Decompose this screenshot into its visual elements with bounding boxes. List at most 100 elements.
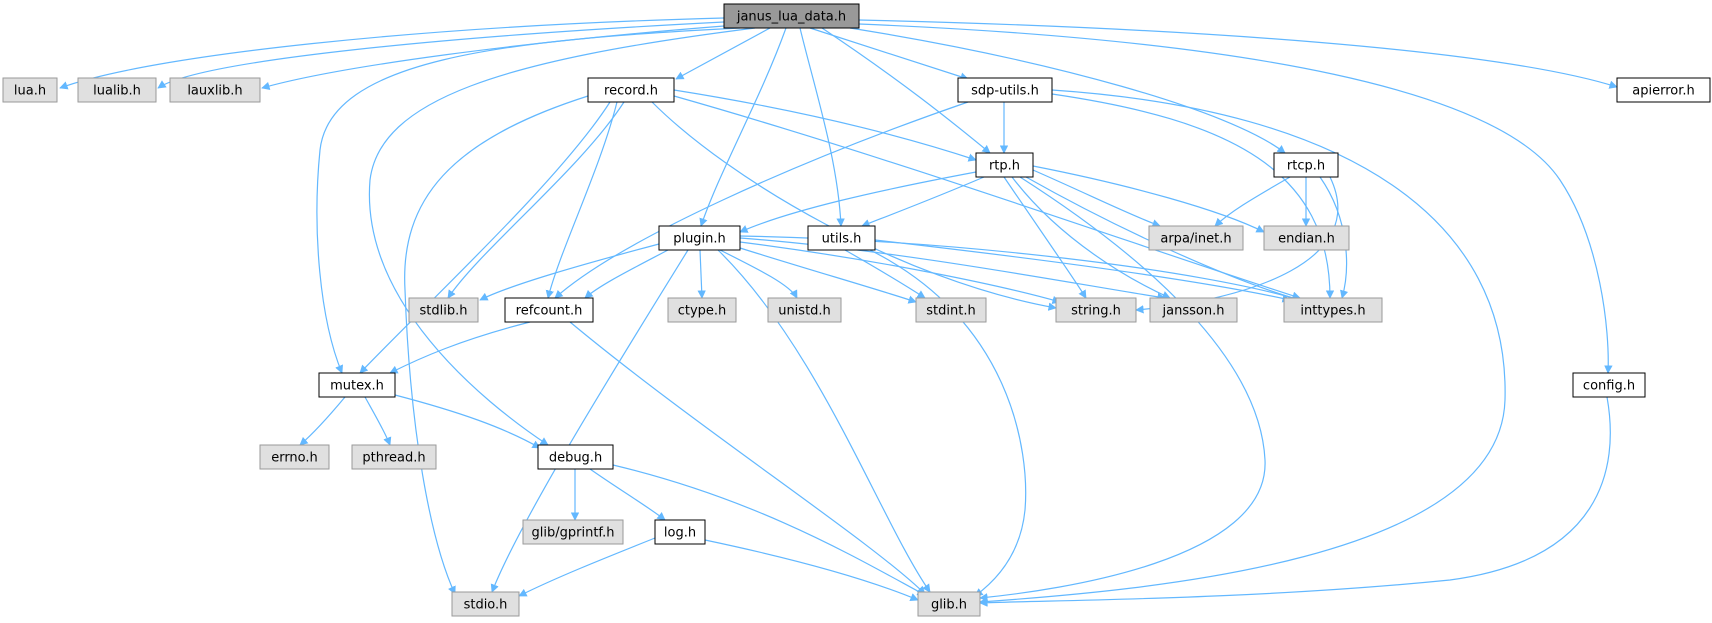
- node-label: rtp.h: [989, 159, 1020, 174]
- node-label: apierror.h: [1632, 84, 1694, 99]
- edge-rtcp-to-arpa-inet: [1214, 176, 1291, 227]
- edge-log-to-stdio: [518, 537, 656, 597]
- edge-janus-lua-data-to-lua: [59, 17, 725, 90]
- node-janus-lua-data[interactable]: janus_lua_data.h: [723, 3, 860, 29]
- edge-record-to-inttypes: [673, 95, 1301, 300]
- edge-plugin-to-stdlib: [479, 243, 660, 301]
- node-endian: endian.h: [1263, 225, 1350, 251]
- edge-record-to-stdio: [404, 95, 589, 595]
- node-box: [767, 297, 842, 323]
- edge-plugin-to-stdio: [490, 249, 689, 593]
- edge-janus-lua-data-to-apierror: [858, 19, 1618, 89]
- edge-debug-to-glib: [612, 464, 926, 596]
- node-label: glib/gprintf.h: [532, 526, 615, 541]
- node-label: endian.h: [1278, 232, 1335, 247]
- edge-plugin-to-jansson: [739, 237, 1166, 302]
- edge-plugin-to-stdint: [739, 247, 917, 304]
- node-box: [451, 591, 520, 617]
- edge-janus-lua-data-to-mutex: [316, 27, 741, 374]
- node-label: stdlib.h: [420, 304, 468, 319]
- node-box: [537, 444, 614, 470]
- node-label: debug.h: [549, 451, 602, 466]
- node-apierror[interactable]: apierror.h: [1616, 77, 1711, 103]
- node-refcount[interactable]: refcount.h: [504, 297, 594, 323]
- node-label: inttypes.h: [1300, 304, 1365, 319]
- node-debug[interactable]: debug.h: [537, 444, 614, 470]
- edge-plugin-to-refcount: [584, 249, 669, 299]
- node-box: [1148, 225, 1244, 251]
- node-label: log.h: [664, 526, 696, 541]
- edge-janus-lua-data-to-rtp: [821, 27, 991, 154]
- edge-debug-to-log: [589, 468, 666, 521]
- node-box: [2, 77, 58, 103]
- node-box: [587, 77, 675, 103]
- node-lauxlib: lauxlib.h: [169, 77, 261, 103]
- node-record[interactable]: record.h: [587, 77, 675, 103]
- node-sdp-utils[interactable]: sdp-utils.h: [957, 77, 1053, 103]
- node-label: jansson.h: [1162, 304, 1225, 319]
- node-glib: glib.h: [917, 591, 981, 617]
- node-box: [169, 77, 261, 103]
- edge-config-to-glib: [979, 396, 1611, 607]
- edge-janus-lua-data-to-rtcp: [849, 27, 1286, 154]
- node-box: [522, 519, 624, 545]
- node-box: [667, 297, 737, 323]
- node-jansson: jansson.h: [1149, 297, 1238, 323]
- node-log[interactable]: log.h: [654, 519, 706, 545]
- header-nodes: janus_lua_data.h lua.h lualib.h lauxlib.h re…: [2, 3, 1711, 617]
- node-box: [318, 372, 396, 398]
- edge-janus-lua-data-to-plugin: [699, 27, 787, 227]
- edge-refcount-to-mutex: [389, 321, 531, 374]
- edge-plugin-to-unistd: [719, 249, 798, 299]
- node-stdlib: stdlib.h: [408, 297, 479, 323]
- node-mutex[interactable]: mutex.h: [318, 372, 396, 398]
- edge-janus-lua-data-to-lauxlib: [261, 25, 725, 90]
- node-config[interactable]: config.h: [1572, 372, 1646, 398]
- node-box: [915, 297, 987, 323]
- node-label: string.h: [1071, 304, 1121, 319]
- edge-sdp-utils-to-glib: [979, 89, 1506, 606]
- node-box: [917, 591, 981, 617]
- edge-rtp-to-utils: [861, 176, 985, 228]
- edge-utils-to-stdint: [844, 249, 926, 299]
- node-label: config.h: [1583, 379, 1635, 394]
- edge-rtp-to-arpa-inet: [1032, 169, 1161, 228]
- edge-janus-lua-data-to-record: [675, 27, 771, 80]
- node-box: [957, 77, 1053, 103]
- node-box: [1149, 297, 1238, 323]
- node-errno: errno.h: [259, 444, 330, 470]
- node-label: rtcp.h: [1287, 159, 1325, 174]
- node-box: [1055, 297, 1137, 323]
- node-label: sdp-utils.h: [971, 84, 1039, 99]
- node-label: stdio.h: [464, 598, 508, 613]
- node-rtcp[interactable]: rtcp.h: [1273, 152, 1339, 178]
- edge-rtp-to-plugin: [739, 171, 977, 233]
- node-label: lauxlib.h: [187, 84, 242, 99]
- edge-mutex-to-pthread: [364, 396, 392, 446]
- edge-plugin-to-glib: [717, 249, 931, 593]
- node-box: [504, 297, 594, 323]
- edge-rtp-to-jansson: [1011, 176, 1171, 299]
- node-lua: lua.h: [2, 77, 58, 103]
- node-utils[interactable]: utils.h: [807, 225, 876, 251]
- node-label: lualib.h: [93, 84, 141, 99]
- edge-janus-lua-data-to-config: [858, 23, 1613, 374]
- node-inttypes: inttypes.h: [1283, 297, 1383, 323]
- edge-record-to-stdlib: [447, 101, 625, 299]
- edge-record-to-refcount: [545, 101, 618, 299]
- node-box: [77, 77, 157, 103]
- edge-rtp-to-glib: [979, 176, 1266, 602]
- edge-record-to-mutex: [359, 101, 611, 374]
- node-box: [1273, 152, 1339, 178]
- node-label: unistd.h: [778, 304, 831, 319]
- node-box: [658, 225, 741, 251]
- node-label: arpa/inet.h: [1160, 232, 1231, 247]
- node-rtp[interactable]: rtp.h: [975, 152, 1034, 178]
- node-glib-gprintf: glib/gprintf.h: [522, 519, 624, 545]
- node-plugin[interactable]: plugin.h: [658, 225, 741, 251]
- edge-janus-lua-data-to-sdp-utils: [809, 27, 969, 81]
- node-box: [807, 225, 876, 251]
- node-label: pthread.h: [362, 451, 425, 466]
- edge-plugin-to-ctype: [697, 249, 706, 299]
